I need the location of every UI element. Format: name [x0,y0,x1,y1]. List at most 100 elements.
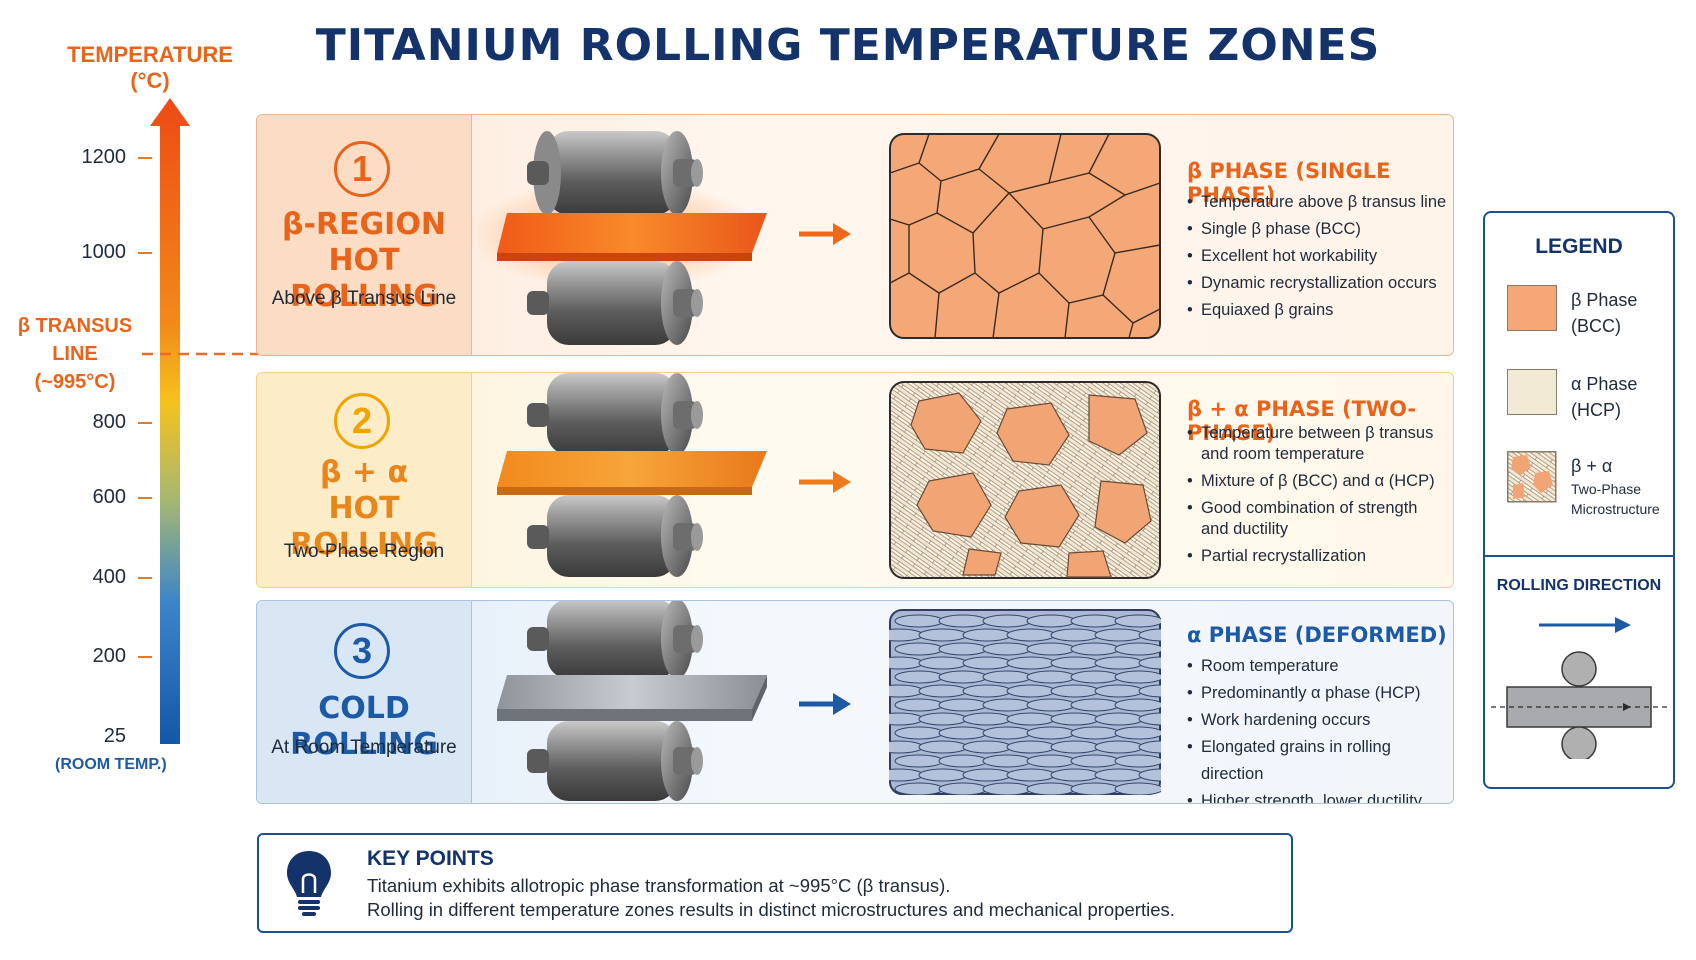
key-points-heading: KEY POINTS [367,847,494,870]
elongated-grain [962,628,1012,642]
lower-roller-icon [527,721,703,801]
elongated-grain [894,642,944,656]
elongated-grain [889,740,924,754]
elongated-grain [1094,656,1144,670]
process-arrow-icon [799,693,851,715]
beta-phase-swatch [1507,285,1557,331]
rolling-mill-illustration-cold [497,601,767,801]
elongated-grain [889,768,924,782]
zone-title-line2: HOT ROLLING [290,243,438,314]
elongated-grain [1138,628,1161,642]
key-point-line: Titanium exhibits allotropic phase trans… [367,875,951,896]
property-item: Higher strength, lower ductility [1187,788,1453,803]
property-item: Excellent hot workability [1187,243,1446,270]
zone-title: β + α HOT ROLLING [257,455,471,563]
property-list: Temperature above β transus line Single … [1187,189,1446,324]
elongated-grain [1026,642,1076,656]
elongated-grain [938,782,988,795]
zone-title-line2: COLD ROLLING [290,691,438,762]
zone-title-line1: β + α [319,455,409,490]
legend-panel: LEGEND β Phase (BCC) α Phase (HCP) β + α… [1483,211,1675,789]
zone-number-badge: 1 [334,141,390,197]
process-arrow-icon [799,223,851,245]
lightbulb-icon [287,851,331,916]
zone-panel-beta-hot-rolling: 1 β-REGION HOT ROLLING Above β Transus L… [256,114,1454,356]
elongated-grain [889,684,924,698]
legend-item-line: (HCP) [1571,400,1621,420]
two-phase-microstructure-image [889,381,1161,579]
zone-label-block: 3 COLD ROLLING At Room Temperature [257,601,472,803]
legend-item-two-phase: β + α Two-Phase Microstructure [1571,453,1660,519]
elongated-grain [1094,740,1144,754]
elongated-grain [1138,684,1161,698]
elongated-grain [894,726,944,740]
elongated-grain [1050,712,1100,726]
property-item: Equiaxed β grains [1187,297,1446,324]
rolling-direction-diagram [1491,617,1667,759]
elongated-grain [982,782,1032,795]
elongated-grain [1026,754,1076,768]
axis-tick-label: 25 [103,725,126,747]
elongated-grain [889,656,924,670]
axis-tick-label: 1000 [81,241,127,263]
rolling-mill-illustration-warm [497,373,767,577]
property-item: Dynamic recrystallization occurs [1187,270,1446,297]
elongated-grain [1070,726,1120,740]
property-item: Temperature between β transus [1187,423,1435,444]
elongated-grain [1114,726,1161,740]
elongated-grain [1138,656,1161,670]
elongated-grain [938,642,988,656]
elongated-grain [1070,782,1120,795]
legend-item-beta: β Phase (BCC) [1571,287,1637,339]
elongated-grain [918,656,968,670]
elongated-grain [1050,628,1100,642]
elongated-grain [1006,656,1056,670]
elongated-grain [1114,670,1161,684]
beta-microstructure-image [889,133,1161,339]
elongated-grain [894,698,944,712]
elongated-grain [982,754,1032,768]
lower-roller-icon [527,261,703,345]
elongated-grain [918,712,968,726]
zone-subtitle: Two-Phase Region [283,541,445,562]
elongated-grain [894,670,944,684]
elongated-grain [1006,712,1056,726]
elongated-grain [982,698,1032,712]
elongated-grain [1114,782,1161,795]
room-temp-label: (ROOM TEMP.) [55,756,167,773]
legend-item-line: (BCC) [1571,316,1621,336]
axis-tick-mark [138,656,152,658]
legend-divider [1485,555,1673,557]
zone-panel-two-phase-hot-rolling: 2 β + α HOT ROLLING Two-Phase Region [256,372,1454,588]
rolling-mill-illustration-hot [477,131,767,345]
elongated-grain [894,614,944,628]
legend-item-line: Microstructure [1571,501,1660,517]
property-item: Single β phase (BCC) [1187,216,1446,243]
elongated-grain [1006,768,1056,782]
transus-line1: β TRANSUS [17,315,133,337]
axis-tick-label: 400 [92,566,126,588]
rolling-direction-heading: ROLLING DIRECTION [1496,577,1662,594]
axis-heading-line1: TEMPERATURE [67,42,233,67]
microstructure-title: α PHASE (DEFORMED) [1187,623,1447,647]
process-arrow-icon [799,471,851,493]
axis-tick-mark [138,252,152,254]
property-item: Partial recrystallization [1187,546,1435,567]
elongated-grain [1114,698,1161,712]
elongated-grain [938,614,988,628]
axis-tick-mark [138,497,152,499]
transus-line2: LINE [52,343,98,365]
axis-tick-mark [138,157,152,159]
elongated-grain [894,754,944,768]
elongated-grain [1050,656,1100,670]
elongated-grain [1070,642,1120,656]
legend-heading: LEGEND [1535,235,1623,258]
elongated-grain [1070,670,1120,684]
temperature-axis-arrow [150,98,190,744]
elongated-grain [889,712,924,726]
elongated-grain [962,684,1012,698]
legend-item-line: Two-Phase [1571,481,1642,497]
elongated-grain [918,628,968,642]
elongated-grain [938,670,988,684]
property-list: Room temperature Predominantly α phase (… [1187,653,1453,803]
